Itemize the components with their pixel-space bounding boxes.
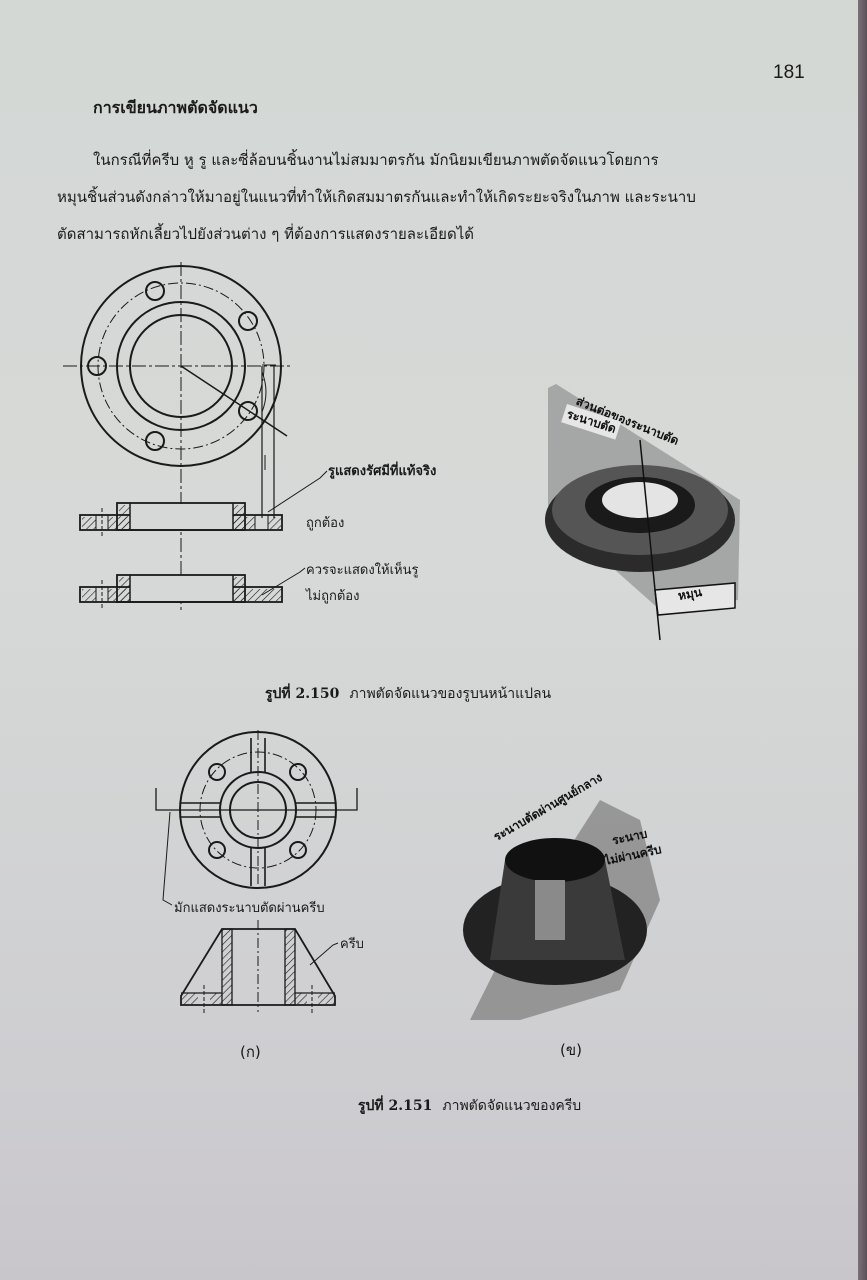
- label-sub-a: (ก): [240, 1043, 261, 1061]
- rib-drawing: [155, 730, 660, 1020]
- section-heading: การเขียนภาพตัดจัดแนว: [93, 98, 258, 117]
- figure-151-number: รูปที่ 2.151: [358, 1098, 433, 1114]
- label-correct: ถูกต้อง: [306, 516, 345, 531]
- figure-150-number: รูปที่ 2.150: [265, 686, 340, 702]
- figure-151-title: ภาพตัดจัดแนวของครีบ: [442, 1098, 582, 1114]
- label-plane-through-rib: มักแสดงระนาบตัดผ่านครีบ: [174, 901, 325, 916]
- flange-drawing: [63, 262, 736, 641]
- paragraph-line: หมุนชิ้นส่วนดังกล่าวให้มาอยู่ในแนวที่ทำใ…: [57, 188, 696, 206]
- label-incorrect: ไม่ถูกต้อง: [306, 589, 360, 604]
- figure-150-title: ภาพตัดจัดแนวของรูบนหน้าแปลน: [349, 686, 552, 702]
- paragraph-line: ตัดสามารถหักเลี้ยวไปยังส่วนต่าง ๆ ที่ต้อ…: [57, 225, 474, 243]
- page-number: 181: [773, 62, 805, 83]
- label-sub-b: (ข): [560, 1041, 582, 1059]
- figure-151-caption: รูปที่ 2.151 ภาพตัดจัดแนวของครีบ: [358, 1095, 581, 1117]
- label-rib: ครีบ: [340, 937, 364, 952]
- body-paragraph: ในกรณีที่ครีบ หู รู และซี่ล้อบนชิ้นงานไม…: [57, 142, 805, 253]
- figure-150-caption: รูปที่ 2.150 ภาพตัดจัดแนวของรูบนหน้าแปลน: [265, 683, 551, 705]
- label-true-radius: รูแสดงรัศมีที่แท้จริง: [328, 464, 437, 479]
- paragraph-line: ในกรณีที่ครีบ หู รู และซี่ล้อบนชิ้นงานไม…: [93, 151, 659, 169]
- page-edge: [858, 0, 867, 1280]
- label-should-show-hole: ควรจะแสดงให้เห็นรู: [306, 563, 419, 578]
